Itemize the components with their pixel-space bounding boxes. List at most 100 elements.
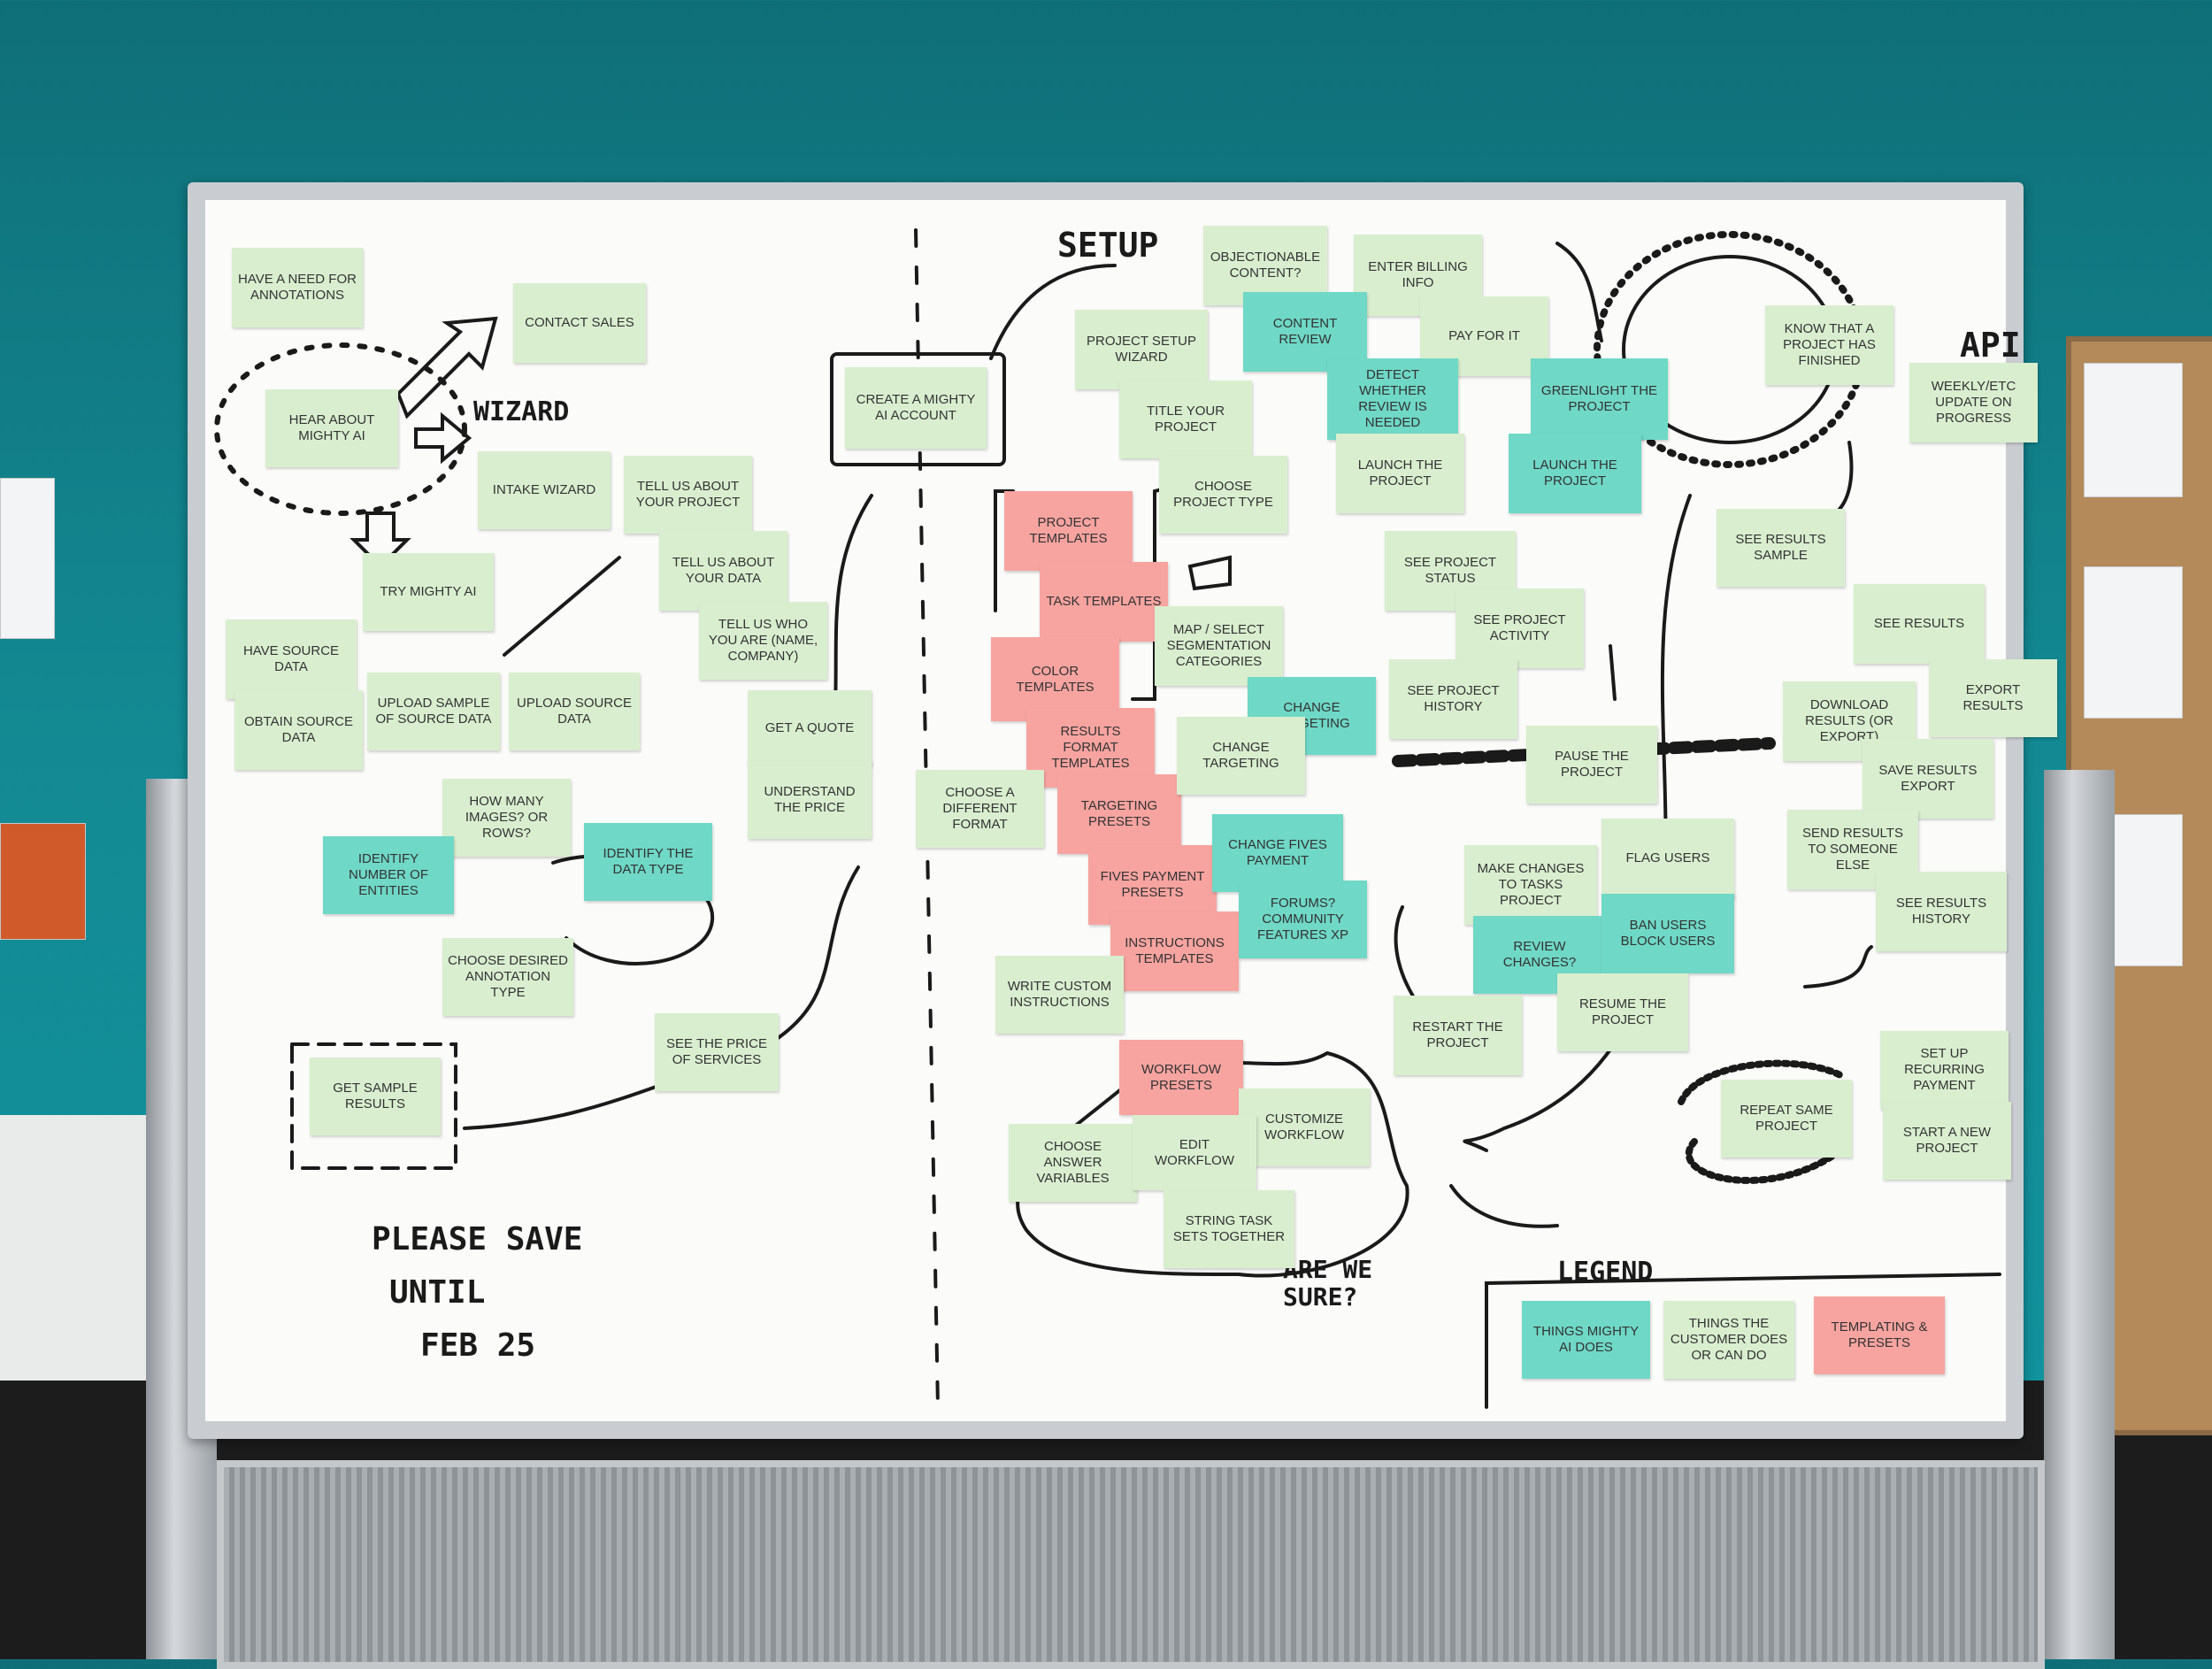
- stand-base: [217, 1460, 2045, 1669]
- repeat-squiggle: [1678, 1059, 1844, 1105]
- note-upload-source: UPLOAD SOURCE DATA: [509, 673, 640, 750]
- note-choose-format: CHOOSE A DIFFERENT FORMAT: [916, 770, 1044, 848]
- note-ban-users: BAN USERS BLOCK USERS: [1601, 894, 1734, 973]
- note-title-project: TITLE YOUR PROJECT: [1119, 381, 1252, 458]
- note-pause-project: PAUSE THE PROJECT: [1526, 726, 1657, 804]
- stand-post-right: [2044, 770, 2115, 1659]
- note-contact-sales: CONTACT SALES: [513, 283, 646, 363]
- note-make-changes: MAKE CHANGES TO TASKS PROJECT: [1464, 845, 1597, 925]
- note-see-history: SEE PROJECT HISTORY: [1389, 659, 1517, 739]
- note-repeat-project: REPEAT SAME PROJECT: [1721, 1080, 1852, 1158]
- note-identify-entities: IDENTIFY NUMBER OF ENTITIES: [323, 836, 454, 914]
- heading-setup: SETUP: [1057, 226, 1159, 265]
- note-how-many: HOW MANY IMAGES? OR ROWS?: [442, 779, 571, 857]
- arrow-billing: [1555, 242, 1603, 342]
- note-color-templates: COLOR TEMPLATES: [991, 637, 1119, 721]
- arrow-wizard-upload: [503, 556, 621, 657]
- note-choose-annotation: CHOOSE DESIRED ANNOTATION TYPE: [442, 938, 573, 1016]
- note-understand-price: UNDERSTAND THE PRICE: [748, 761, 872, 839]
- loop-bottom: [1449, 1184, 1559, 1228]
- note-see-results-sample: SEE RESULTS SAMPLE: [1717, 509, 1845, 587]
- burst-hear-about: [214, 342, 467, 516]
- wall-photo: [0, 823, 86, 940]
- note-string-tasks: STRING TASK SETS TOGETHER: [1164, 1190, 1294, 1268]
- note-tell-data: TELL US ABOUT YOUR DATA: [659, 531, 787, 611]
- wall-flyer: [0, 478, 55, 639]
- note-launch-green: LAUNCH THE PROJECT: [1336, 434, 1464, 513]
- arrow-map: [1187, 555, 1232, 591]
- note-map-select: MAP / SELECT SEGMENTATION CATEGORIES: [1155, 606, 1283, 686]
- note-see-results: SEE RESULTS: [1854, 584, 1985, 664]
- wall-flyer: [2084, 363, 2183, 497]
- note-create-account: CREATE A MIGHTY AI ACCOUNT: [845, 367, 987, 449]
- note-try-mighty: TRY MIGHTY AI: [363, 553, 494, 631]
- note-get-quote: GET A QUOTE: [748, 690, 872, 765]
- note-hear-about: HEAR ABOUT MIGHTY AI: [265, 389, 398, 467]
- arrow-to-setup: [989, 264, 1117, 360]
- note-change-targeting-green: CHANGE TARGETING: [1177, 717, 1305, 795]
- arrow-to-payment: [1803, 945, 1873, 988]
- note-see-activity: SEE PROJECT ACTIVITY: [1455, 588, 1584, 668]
- note-get-sample: GET SAMPLE RESULTS: [310, 1058, 441, 1135]
- heading-api: API: [1960, 326, 2021, 365]
- heading-are-we-sure: ARE WE SURE?: [1283, 1255, 1373, 1311]
- note-change-fives: CHANGE FIVES PAYMENT: [1212, 814, 1343, 892]
- note-know-finished: KNOW THAT A PROJECT HAS FINISHED: [1765, 305, 1893, 385]
- note-upload-sample: UPLOAD SAMPLE OF SOURCE DATA: [367, 673, 500, 750]
- note-greenlight: GREENLIGHT THE PROJECT: [1531, 358, 1668, 440]
- arrow-to-sales: [396, 316, 498, 419]
- note-targeting-presets: TARGETING PRESETS: [1057, 774, 1181, 854]
- workflow-cloud: [1016, 1050, 1409, 1278]
- arrow-pause: [1609, 644, 1617, 701]
- note-launch-teal: LAUNCH THE PROJECT: [1509, 434, 1641, 513]
- note-set-up-payment: SET UP RECURRING PAYMENT: [1880, 1031, 2008, 1109]
- arrow-price-quote: [759, 865, 860, 1050]
- heading-legend: LEGEND: [1557, 1257, 1654, 1288]
- note-results-format: RESULTS FORMAT TEMPLATES: [1026, 708, 1155, 788]
- heading-wizard: WIZARD: [473, 396, 570, 427]
- note-choose-answer: CHOOSE ANSWER VARIABLES: [1009, 1124, 1137, 1202]
- legend-bracket: [1485, 1273, 2001, 1409]
- note-send-results: SEND RESULTS TO SOMEONE ELSE: [1787, 810, 1918, 889]
- note-instructions-templates: INSTRUCTIONS TEMPLATES: [1110, 911, 1239, 991]
- note-project-templates: PROJECT TEMPLATES: [1004, 491, 1133, 571]
- note-forums: FORUMS? COMMUNITY FEATURES XP: [1239, 881, 1367, 958]
- note-project-setup: PROJECT SETUP WIZARD: [1075, 310, 1208, 389]
- note-save-export: SAVE RESULTS EXPORT: [1863, 739, 1993, 819]
- arrow-to-wizard: [414, 411, 472, 465]
- note-objectionable: OBJECTIONABLE CONTENT?: [1203, 226, 1327, 305]
- note-see-price: SEE THE PRICE OF SERVICES: [655, 1013, 779, 1091]
- note-restart-project: RESTART THE PROJECT: [1394, 996, 1522, 1075]
- save-note-line-2: UNTIL: [389, 1274, 486, 1311]
- note-resume-project: RESUME THE PROJECT: [1557, 973, 1688, 1051]
- note-export-results: EXPORT RESULTS: [1929, 659, 2057, 737]
- note-identify-type: IDENTIFY THE DATA TYPE: [584, 823, 712, 901]
- note-weekly-update: WEEKLY/ETC UPDATE ON PROGRESS: [1909, 363, 2038, 442]
- arrow-sample-price: [463, 1082, 665, 1130]
- save-note-line-3: FEB 25: [420, 1327, 536, 1364]
- note-enter-billing: ENTER BILLING INFO: [1354, 235, 1482, 316]
- note-tell-project: TELL US ABOUT YOUR PROJECT: [624, 456, 752, 534]
- note-intake-wizard: INTAKE WIZARD: [478, 451, 611, 529]
- note-workflow-presets: WORKFLOW PRESETS: [1119, 1040, 1243, 1115]
- note-tell-who: TELL US WHO YOU ARE (NAME, COMPANY): [699, 602, 827, 680]
- legend-teal-note: THINGS MIGHTY AI DOES: [1522, 1301, 1650, 1379]
- legend-pink-note: TEMPLATING & PRESETS: [1814, 1296, 1945, 1374]
- note-write-instructions: WRITE CUSTOM INSTRUCTIONS: [995, 956, 1124, 1034]
- save-note-line-1: PLEASE SAVE: [372, 1221, 583, 1258]
- note-edit-workflow: EDIT WORKFLOW: [1133, 1115, 1256, 1190]
- note-have-source: HAVE SOURCE DATA: [226, 619, 357, 699]
- note-flag-users: FLAG USERS: [1601, 819, 1734, 898]
- legend-green-note: THINGS THE CUSTOMER DOES OR CAN DO: [1663, 1301, 1794, 1379]
- note-customize-workflow: CUSTOMIZE WORKFLOW: [1239, 1088, 1370, 1166]
- note-task-templates: TASK TEMPLATES: [1040, 562, 1168, 642]
- sample-box: [290, 1042, 457, 1170]
- account-box: [830, 352, 1006, 466]
- note-have-a-need: HAVE A NEED FOR ANNOTATIONS: [232, 248, 363, 327]
- wall-flyer: [2084, 566, 2183, 719]
- note-detect-review: DETECT WHETHER REVIEW IS NEEDED: [1327, 358, 1458, 440]
- note-obtain-source: OBTAIN SOURCE DATA: [234, 690, 363, 770]
- note-start-new: START A NEW PROJECT: [1883, 1102, 2011, 1180]
- note-choose-type: CHOOSE PROJECT TYPE: [1159, 456, 1287, 534]
- note-results-history: SEE RESULTS HISTORY: [1876, 872, 2007, 951]
